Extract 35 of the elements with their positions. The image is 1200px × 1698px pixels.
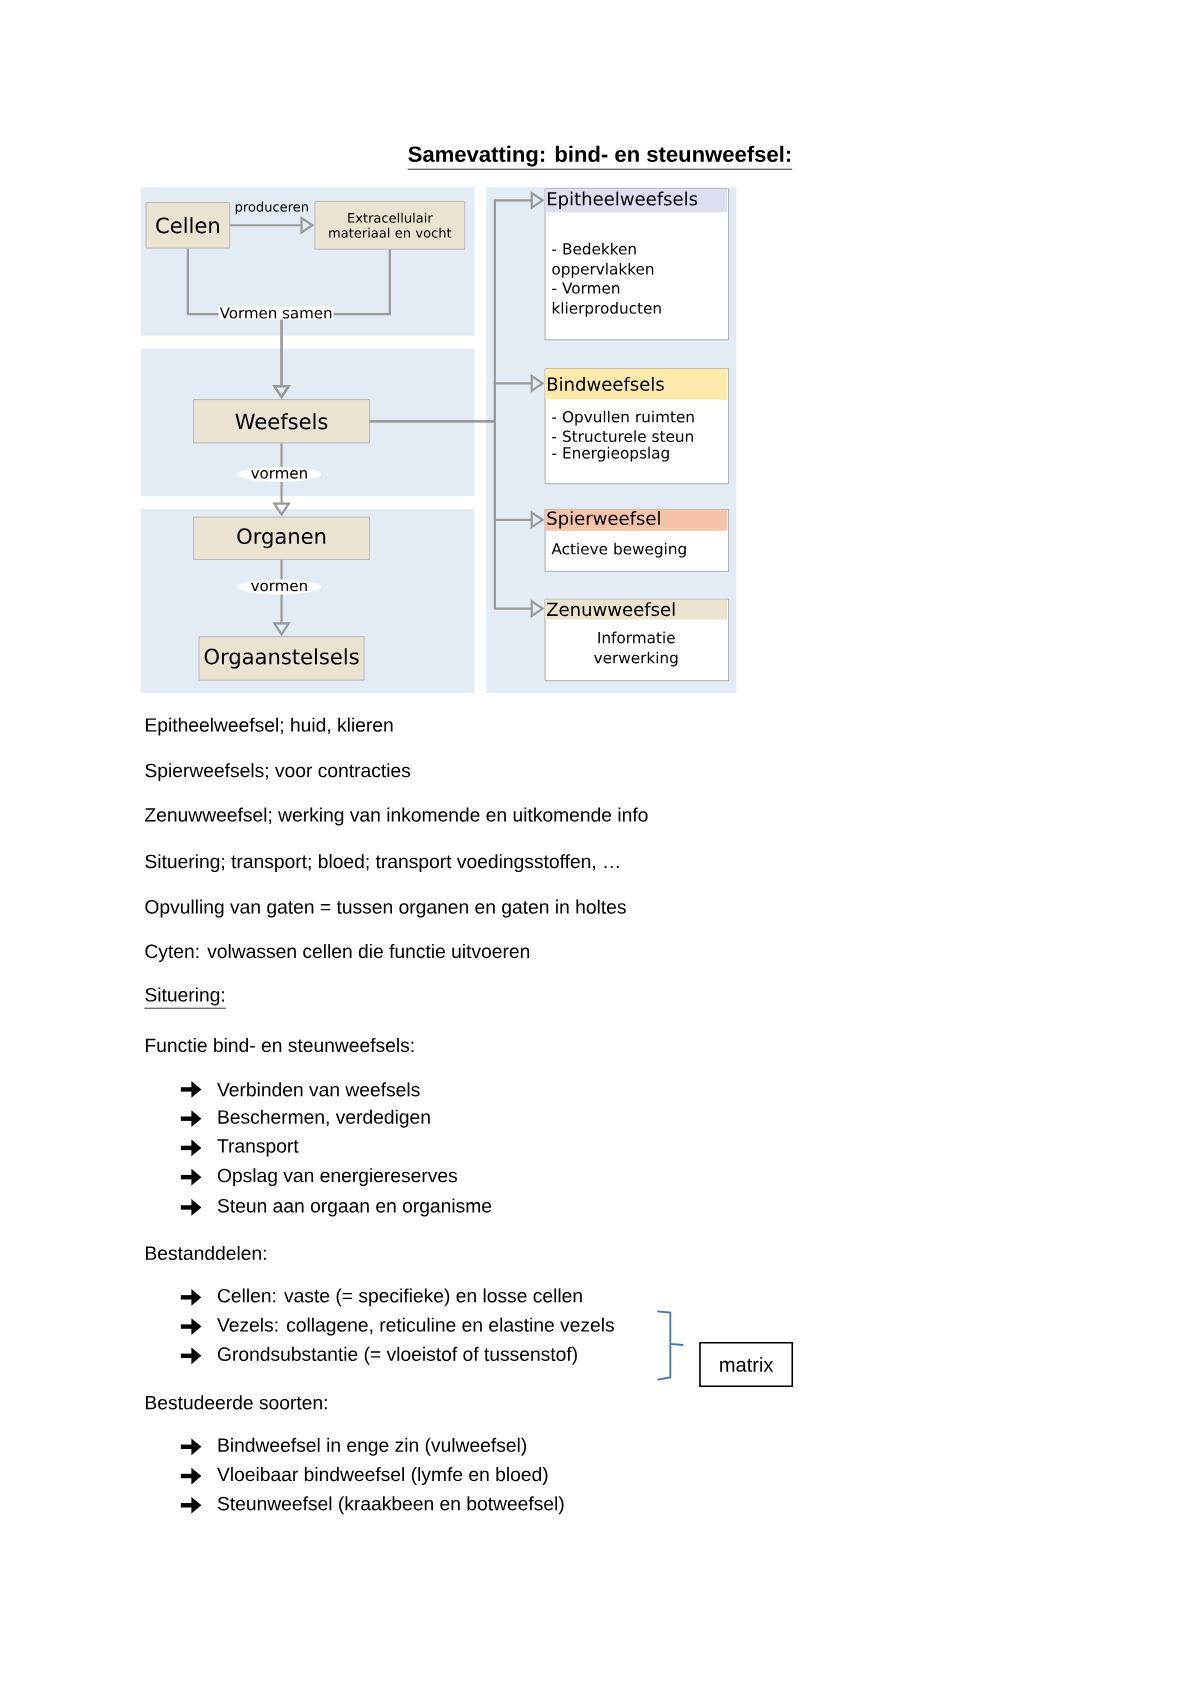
process-box: Cellen [145, 202, 231, 249]
note-text: Zenuwweefsel; werking van inkomende en uitkomende info [145, 807, 648, 826]
list-item: Vloeibaar bindweefsel (lymfe en bloed) [217, 1467, 548, 1485]
tissue-card: Zenuwweefsel Informatie verwerking [544, 598, 730, 682]
list-item: Beschermen, verdedigen [218, 1109, 430, 1128]
process-box: Weefsels [193, 399, 370, 444]
process-box: Extracellulair materiaal en vocht [314, 200, 466, 250]
note-text: Bestudeerde soorten: [146, 1395, 327, 1410]
list-item: Opslag van energiereserves [217, 1168, 458, 1187]
list-item: Grondsubstantie (= vloeistof of tussenstof) [218, 1346, 577, 1365]
list-item: Cellen: vaste (= specifieke) en losse cellen [218, 1288, 582, 1307]
list-item: Bindweefsel in enge zin (vulweefsel) [218, 1437, 527, 1456]
text-box: matrix [699, 1341, 794, 1387]
note-text: Bestanddelen: [146, 1245, 266, 1260]
heading: Situering: [144, 987, 227, 1009]
edge-label: vormen [237, 466, 322, 482]
note-text: Epitheelweefsel; huid, klieren [146, 717, 393, 736]
list-item: Transport [217, 1139, 299, 1157]
list-item: Vezels: collagene, reticuline en elastine vezels [217, 1317, 614, 1336]
list-item: Verbinden van weefsels [217, 1082, 420, 1097]
tissue-card: Bindweefsels - Opvullen ruimten - Structurele steun - Energieopslag [544, 368, 730, 485]
tissue-card: Epitheelweefsels - Bedekken oppervlakken - Vormen klierproducten [544, 188, 730, 341]
process-box: Organen [193, 516, 370, 560]
note-text: Opvulling van gaten = tussen organen en gaten in holtes [145, 899, 626, 918]
note-text: Cyten: volwassen cellen die functie uitvoeren [145, 944, 530, 962]
list-item: Steun aan orgaan en organisme [217, 1198, 492, 1217]
edge-label: Vormen samen [218, 306, 334, 320]
title: Samevatting: bind- en steunweefsel: [407, 145, 793, 170]
note-text: Situering; transport; bloed; transport voedingsstoffen, … [145, 854, 619, 873]
tissue-card: Spierweefsel Actieve beweging [544, 509, 730, 572]
note-text: Spierweefsels; voor contracties [145, 763, 411, 782]
process-box: Orgaanstelsels [198, 636, 365, 681]
list-item: Steunweefsel (kraakbeen en botweefsel) [217, 1496, 564, 1515]
note-text: Functie bind- en steunweefsels: [146, 1037, 414, 1053]
edge-label: vormen [237, 579, 322, 595]
